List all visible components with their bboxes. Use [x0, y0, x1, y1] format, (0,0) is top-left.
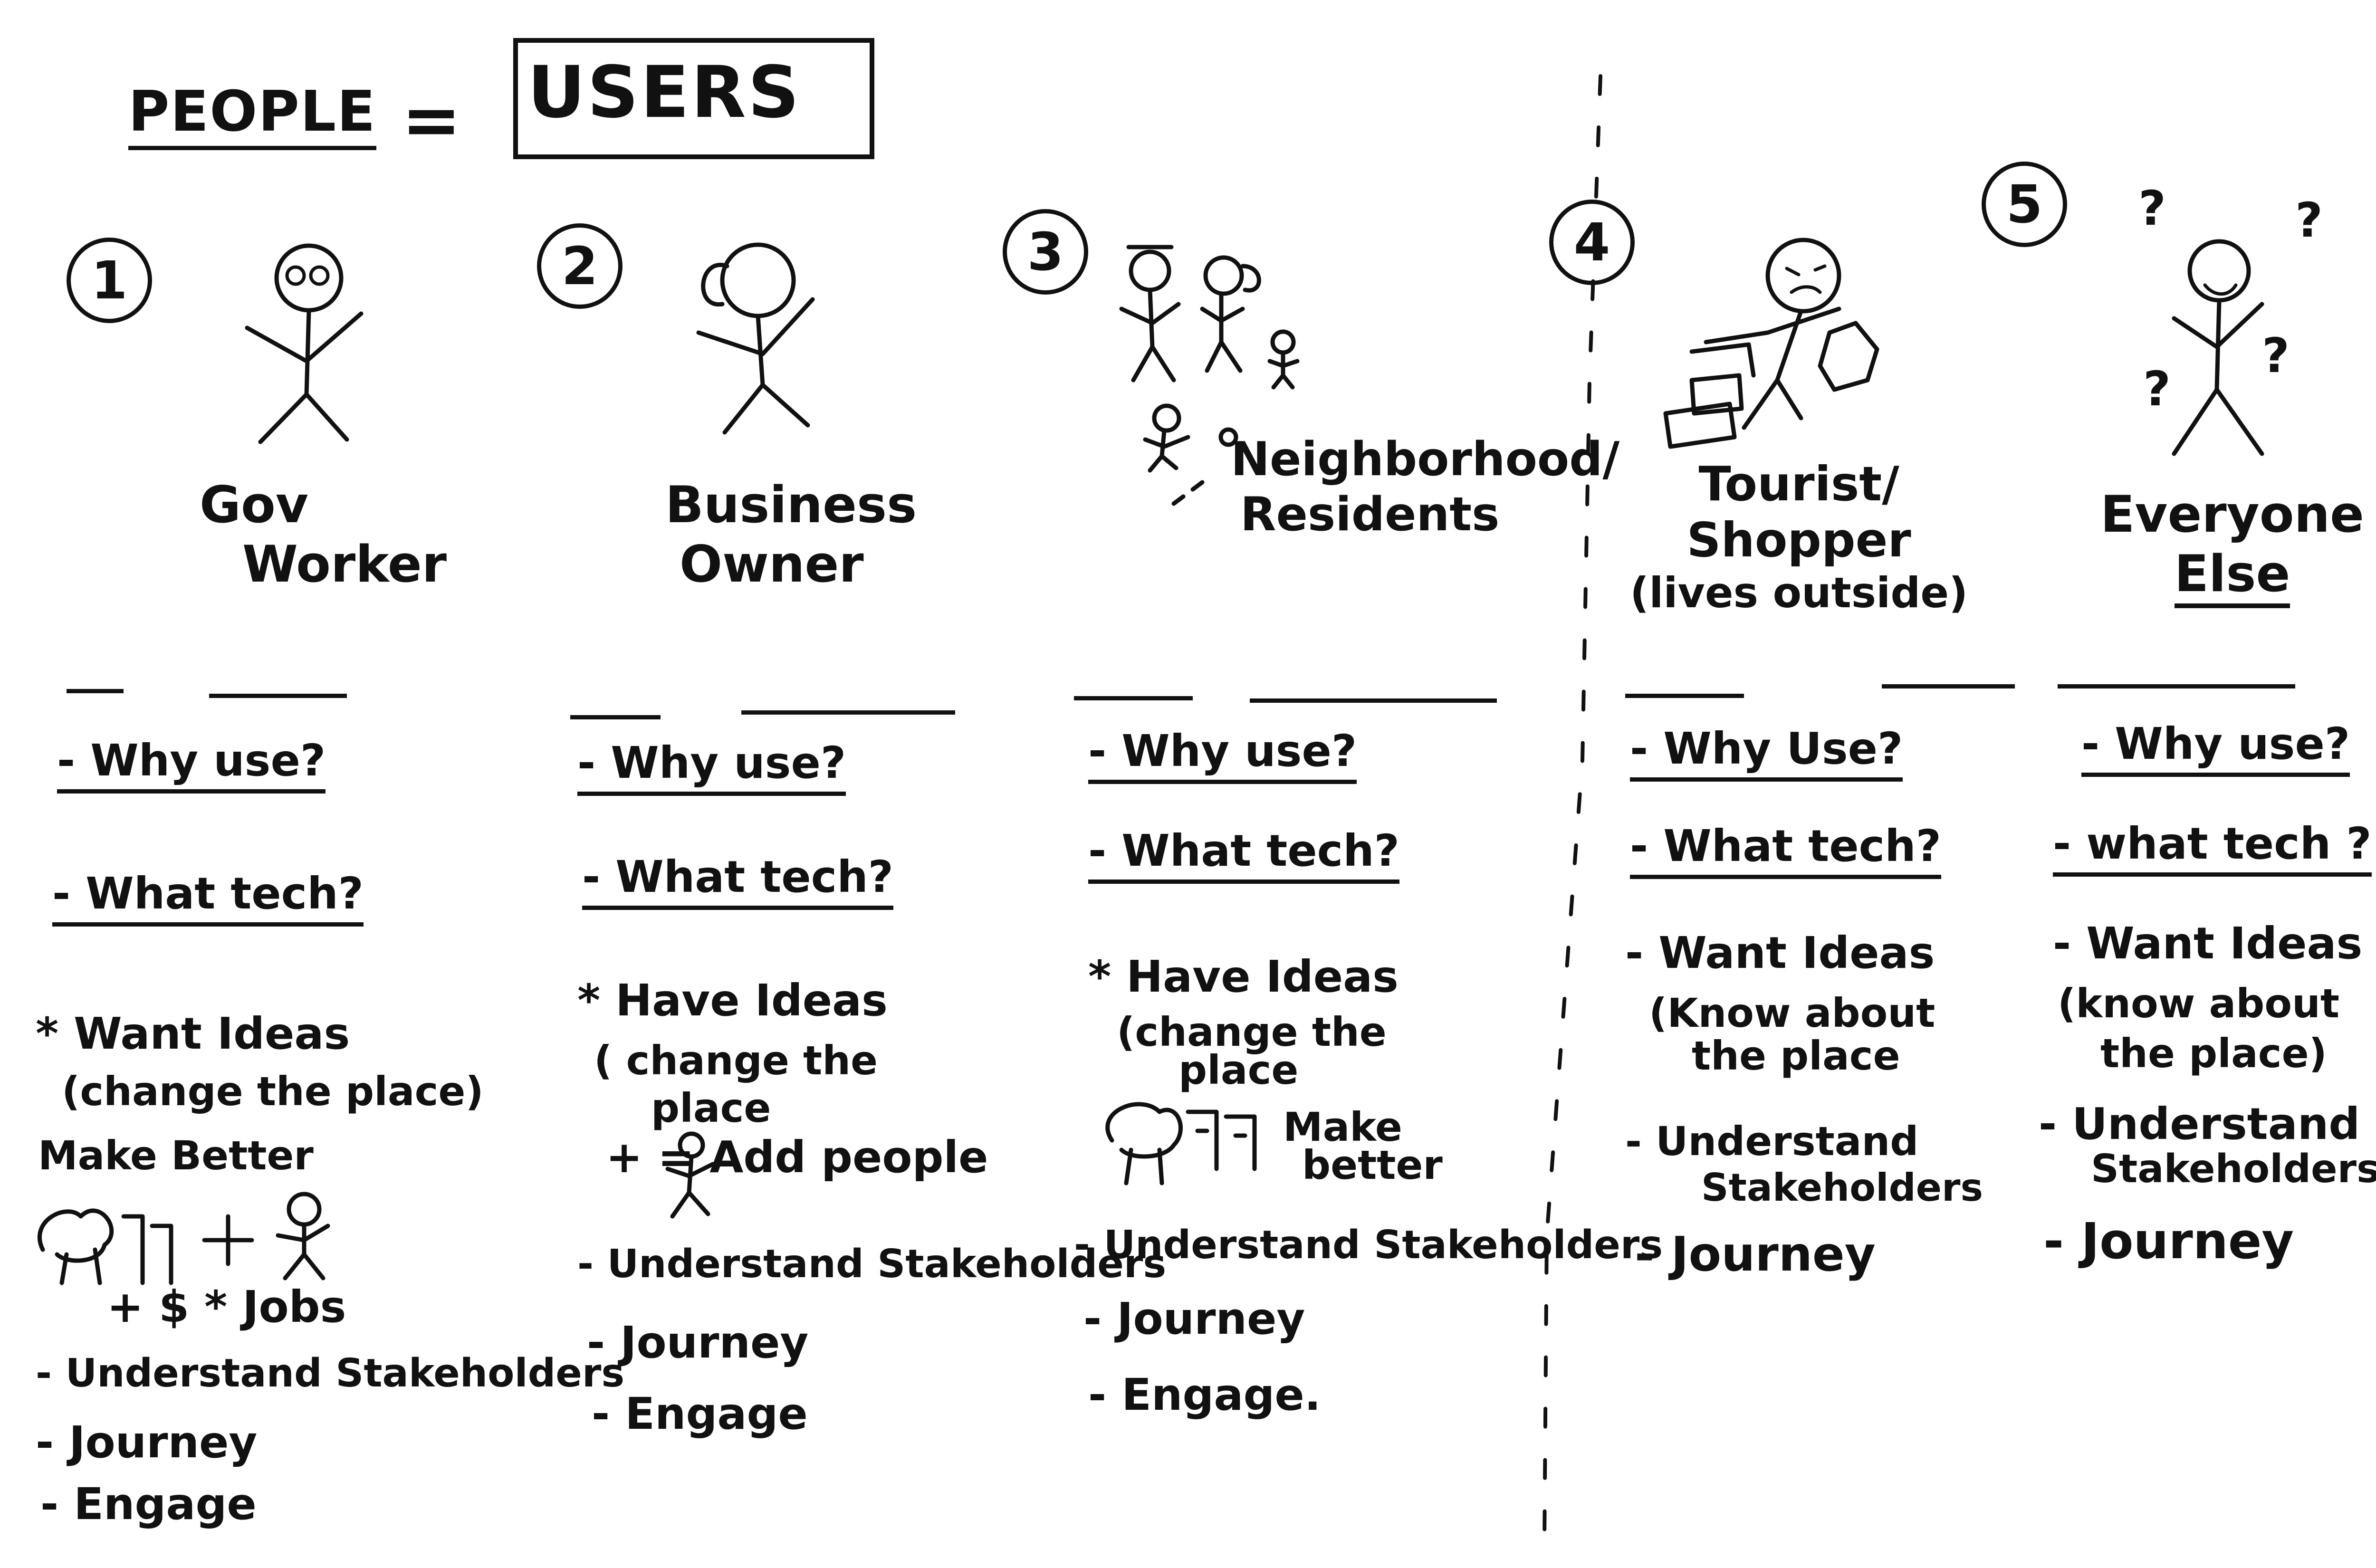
- persona-name-4: Tourist/ Shopper (lives outside): [1630, 456, 1968, 618]
- persona-line: Neighborhood/: [1231, 432, 1620, 487]
- persona-line: Business: [665, 476, 917, 534]
- journey-3: - Journey: [1083, 1293, 1305, 1344]
- persona-name-5: Everyone Else: [2100, 485, 2364, 609]
- add-people-2: + = Add people: [606, 1132, 988, 1183]
- want-ideas-sub-5b: the place): [2100, 1030, 2327, 1077]
- everyone-else-figure: [2172, 239, 2264, 456]
- understand-stakeholders-2: - Understand Stakeholders: [577, 1242, 1167, 1287]
- what-tech-3: - What tech?: [1088, 829, 1400, 884]
- persona-line: Tourist/: [1698, 456, 1899, 512]
- make-better-1: Make Better: [38, 1132, 314, 1179]
- divider-rule: [1625, 694, 1744, 698]
- have-ideas-sub-2a: ( change the: [594, 1037, 878, 1084]
- persona-name-3: Neighborhood/ Residents: [1231, 432, 1619, 542]
- want-ideas-sub-4b: the place: [1692, 1033, 1900, 1079]
- persona-line: Everyone: [2100, 485, 2364, 544]
- divider-rule: [741, 710, 955, 715]
- divider-rule: [1074, 696, 1193, 700]
- have-ideas-2: * Have Ideas: [577, 975, 888, 1026]
- journey-4: - Journey: [1635, 1226, 1876, 1282]
- column-divider: [1542, 74, 1602, 1546]
- want-ideas-sub-1: (change the place): [62, 1068, 484, 1115]
- journey-2: - Journey: [587, 1317, 809, 1368]
- have-ideas-sub-3a: (change the: [1117, 1009, 1387, 1055]
- persona-number-5: 5: [1982, 162, 2067, 247]
- title-users-box: [513, 38, 874, 159]
- understand-stakeholders-3: - Understand Stakeholders: [1074, 1223, 1663, 1268]
- what-tech-2: - What tech?: [582, 855, 894, 910]
- divider-rule: [1882, 684, 2015, 688]
- question-mark: ?: [2262, 328, 2290, 383]
- persona-line: (lives outside): [1630, 568, 1968, 617]
- persona-name-2: Business Owner: [665, 475, 917, 594]
- why-use-2: - Why use?: [577, 741, 846, 796]
- residents-figure-group: [1119, 245, 1300, 506]
- want-ideas-5: - Want Ideas: [2053, 918, 2363, 969]
- title-users: USERS: [527, 51, 801, 134]
- make-better-3a: Make: [1283, 1104, 1402, 1150]
- divider-rule: [570, 715, 661, 719]
- question-mark: ?: [2295, 192, 2323, 248]
- understand-5a: - Understand: [2039, 1099, 2360, 1149]
- gov-worker-figure: [245, 243, 364, 444]
- title-people: PEOPLE: [128, 83, 376, 150]
- want-ideas-4: - Want Ideas: [1625, 927, 1935, 978]
- make-better-3b: better: [1302, 1142, 1443, 1188]
- stakeholders-5b: Stakeholders: [2091, 1147, 2376, 1192]
- have-ideas-3: * Have Ideas: [1088, 951, 1399, 1002]
- persona-line: Else: [2174, 544, 2290, 609]
- persona-number-3: 3: [1003, 209, 1088, 295]
- persona-line: Residents: [1240, 487, 1500, 542]
- divider-rule: [209, 694, 347, 698]
- persona-number-2: 2: [537, 223, 623, 309]
- what-tech-5: - what tech ?: [2053, 822, 2372, 877]
- persona-line: Worker: [242, 535, 447, 594]
- want-ideas-sub-4a: (Know about: [1649, 990, 1935, 1036]
- persona-number-1: 1: [67, 238, 152, 323]
- divider-rule: [1250, 698, 1497, 703]
- have-ideas-sub-2b: place: [651, 1085, 771, 1131]
- what-tech-4: - What tech?: [1630, 824, 1942, 879]
- want-ideas-1: * Want Ideas: [36, 1008, 350, 1059]
- engage-1: - Engage: [40, 1479, 257, 1530]
- question-mark: ?: [2138, 181, 2166, 236]
- journey-5: - Journey: [2043, 1212, 2294, 1270]
- make-better-sketch-3: [1105, 1102, 1257, 1186]
- engage-2: - Engage: [592, 1388, 808, 1439]
- persona-line: Owner: [680, 535, 864, 594]
- question-mark: ?: [2143, 361, 2171, 417]
- why-use-4: - Why Use?: [1630, 727, 1903, 782]
- have-ideas-sub-3b: place: [1178, 1047, 1299, 1093]
- engage-3: - Engage.: [1088, 1369, 1321, 1420]
- why-use-5: - Why use?: [2081, 722, 2350, 777]
- journey-1: - Journey: [36, 1417, 258, 1468]
- understand-4a: - Understand: [1625, 1118, 1919, 1165]
- business-owner-figure: [696, 242, 815, 435]
- why-use-3: - Why use?: [1088, 729, 1357, 784]
- divider-rule: [2058, 684, 2295, 688]
- stakeholders-4b: Stakeholders: [1701, 1166, 1983, 1210]
- understand-stakeholders-1: - Understand Stakeholders: [36, 1351, 625, 1396]
- want-ideas-sub-5a: (know about: [2058, 980, 2340, 1027]
- make-better-sketch-1: [37, 1192, 330, 1285]
- persona-line: Shopper: [1686, 512, 1911, 568]
- divider-rule: [67, 689, 124, 693]
- add-people-figure: [665, 1131, 715, 1219]
- persona-line: Gov: [200, 476, 308, 534]
- persona-name-1: Gov Worker: [200, 475, 447, 594]
- why-use-1: - Why use?: [57, 739, 326, 794]
- persona-number-4: 4: [1549, 200, 1635, 285]
- title-equals: =: [402, 79, 461, 162]
- tourist-shopper-figure: [1663, 238, 1879, 449]
- jobs-1: + $ * Jobs: [107, 1281, 346, 1332]
- what-tech-1: - What tech?: [52, 872, 364, 927]
